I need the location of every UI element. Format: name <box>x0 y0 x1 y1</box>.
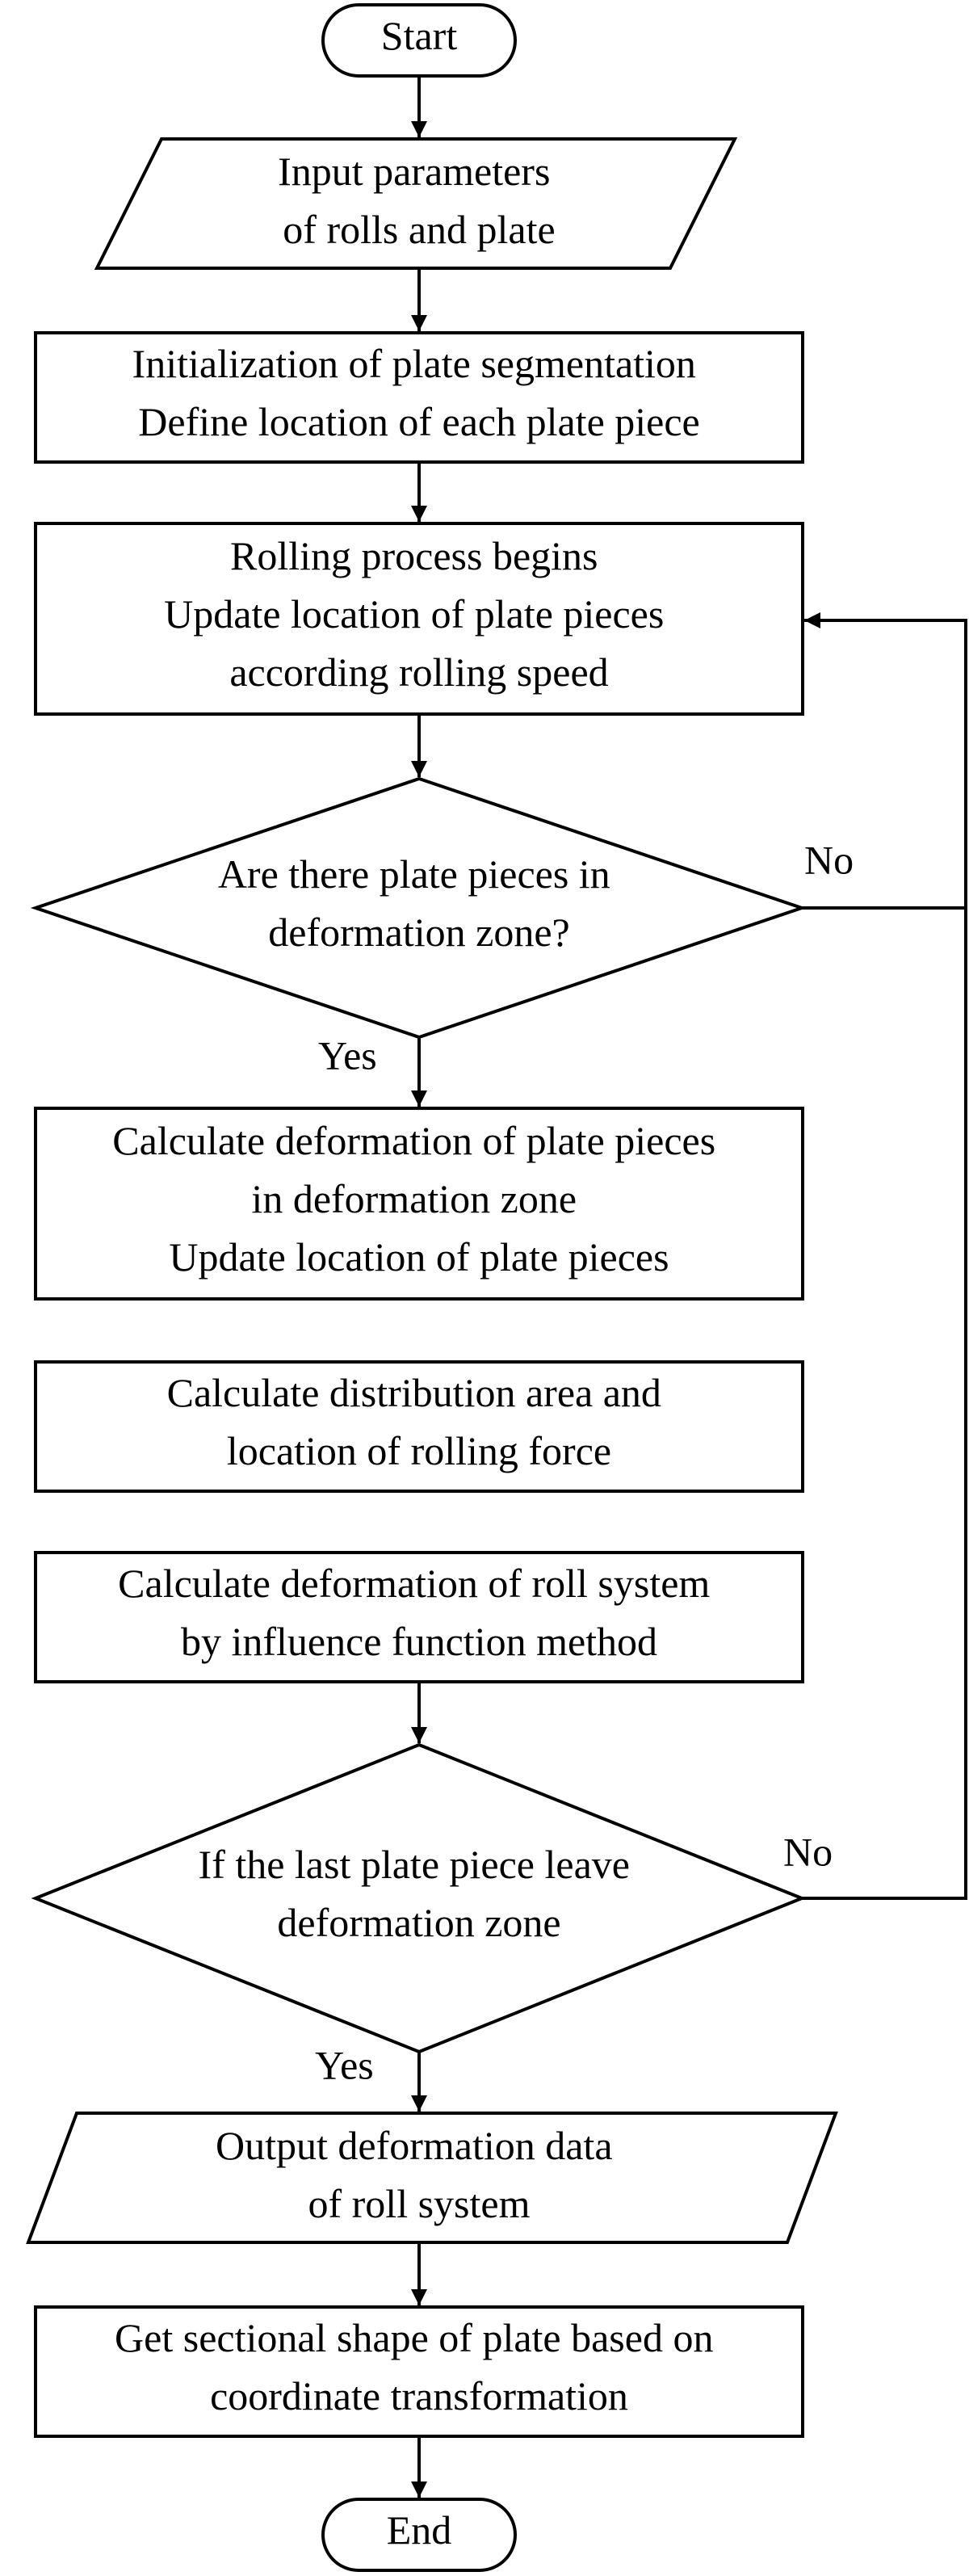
end-label: End <box>387 2507 452 2553</box>
decision-pieces-in-zone-label: Are there plate pieces in deformation zo… <box>218 851 620 955</box>
decision1-no-label: No <box>804 837 854 882</box>
input-parameters-node: Input parameters of rolls and plate <box>94 137 738 270</box>
rolling-process-label: Rolling process begins Update location o… <box>164 533 674 695</box>
decision-last-piece-leaves-label: If the last plate piece leave deformatio… <box>199 1842 640 1945</box>
output-node: Output deformation data of roll system <box>26 2112 838 2244</box>
calc-rolling-force-node: Calculate distribution area and location… <box>34 1360 804 1493</box>
arrow-decision2-no-loop <box>802 908 967 1900</box>
calc-rolling-force-label: Calculate distribution area and location… <box>167 1370 672 1473</box>
calc-roll-system-label: Calculate deformation of roll system by … <box>118 1561 720 1664</box>
start-label: Start <box>381 13 458 58</box>
decision2-yes-label: Yes <box>315 2042 374 2087</box>
output-label: Output deformation data of roll system <box>216 2123 623 2226</box>
input-parameters-label: Input parameters of rolls and plate <box>278 149 560 252</box>
rolling-process-node: Rolling process begins Update location o… <box>34 522 804 716</box>
initialization-label: Initialization of plate segmentation Def… <box>132 341 707 444</box>
initialization-node: Initialization of plate segmentation Def… <box>34 331 804 464</box>
sectional-shape-label: Get sectional shape of plate based on co… <box>115 2315 724 2418</box>
decision-pieces-in-zone: Are there plate pieces in deformation zo… <box>30 776 808 1040</box>
start-terminator: Start <box>321 3 517 78</box>
end-terminator: End <box>321 2498 517 2572</box>
calc-roll-system-node: Calculate deformation of roll system by … <box>34 1551 804 1683</box>
calc-plate-deformation-label: Calculate deformation of plate pieces in… <box>112 1118 725 1280</box>
calc-plate-deformation-node: Calculate deformation of plate pieces in… <box>34 1107 804 1301</box>
decision-last-piece-leaves: If the last plate piece leave deformatio… <box>31 1742 807 2054</box>
decision2-no-label: No <box>783 1829 833 1874</box>
decision1-yes-label: Yes <box>318 1032 377 1078</box>
sectional-shape-node: Get sectional shape of plate based on co… <box>34 2305 804 2438</box>
arrow-decision1-no-loop <box>802 612 967 910</box>
